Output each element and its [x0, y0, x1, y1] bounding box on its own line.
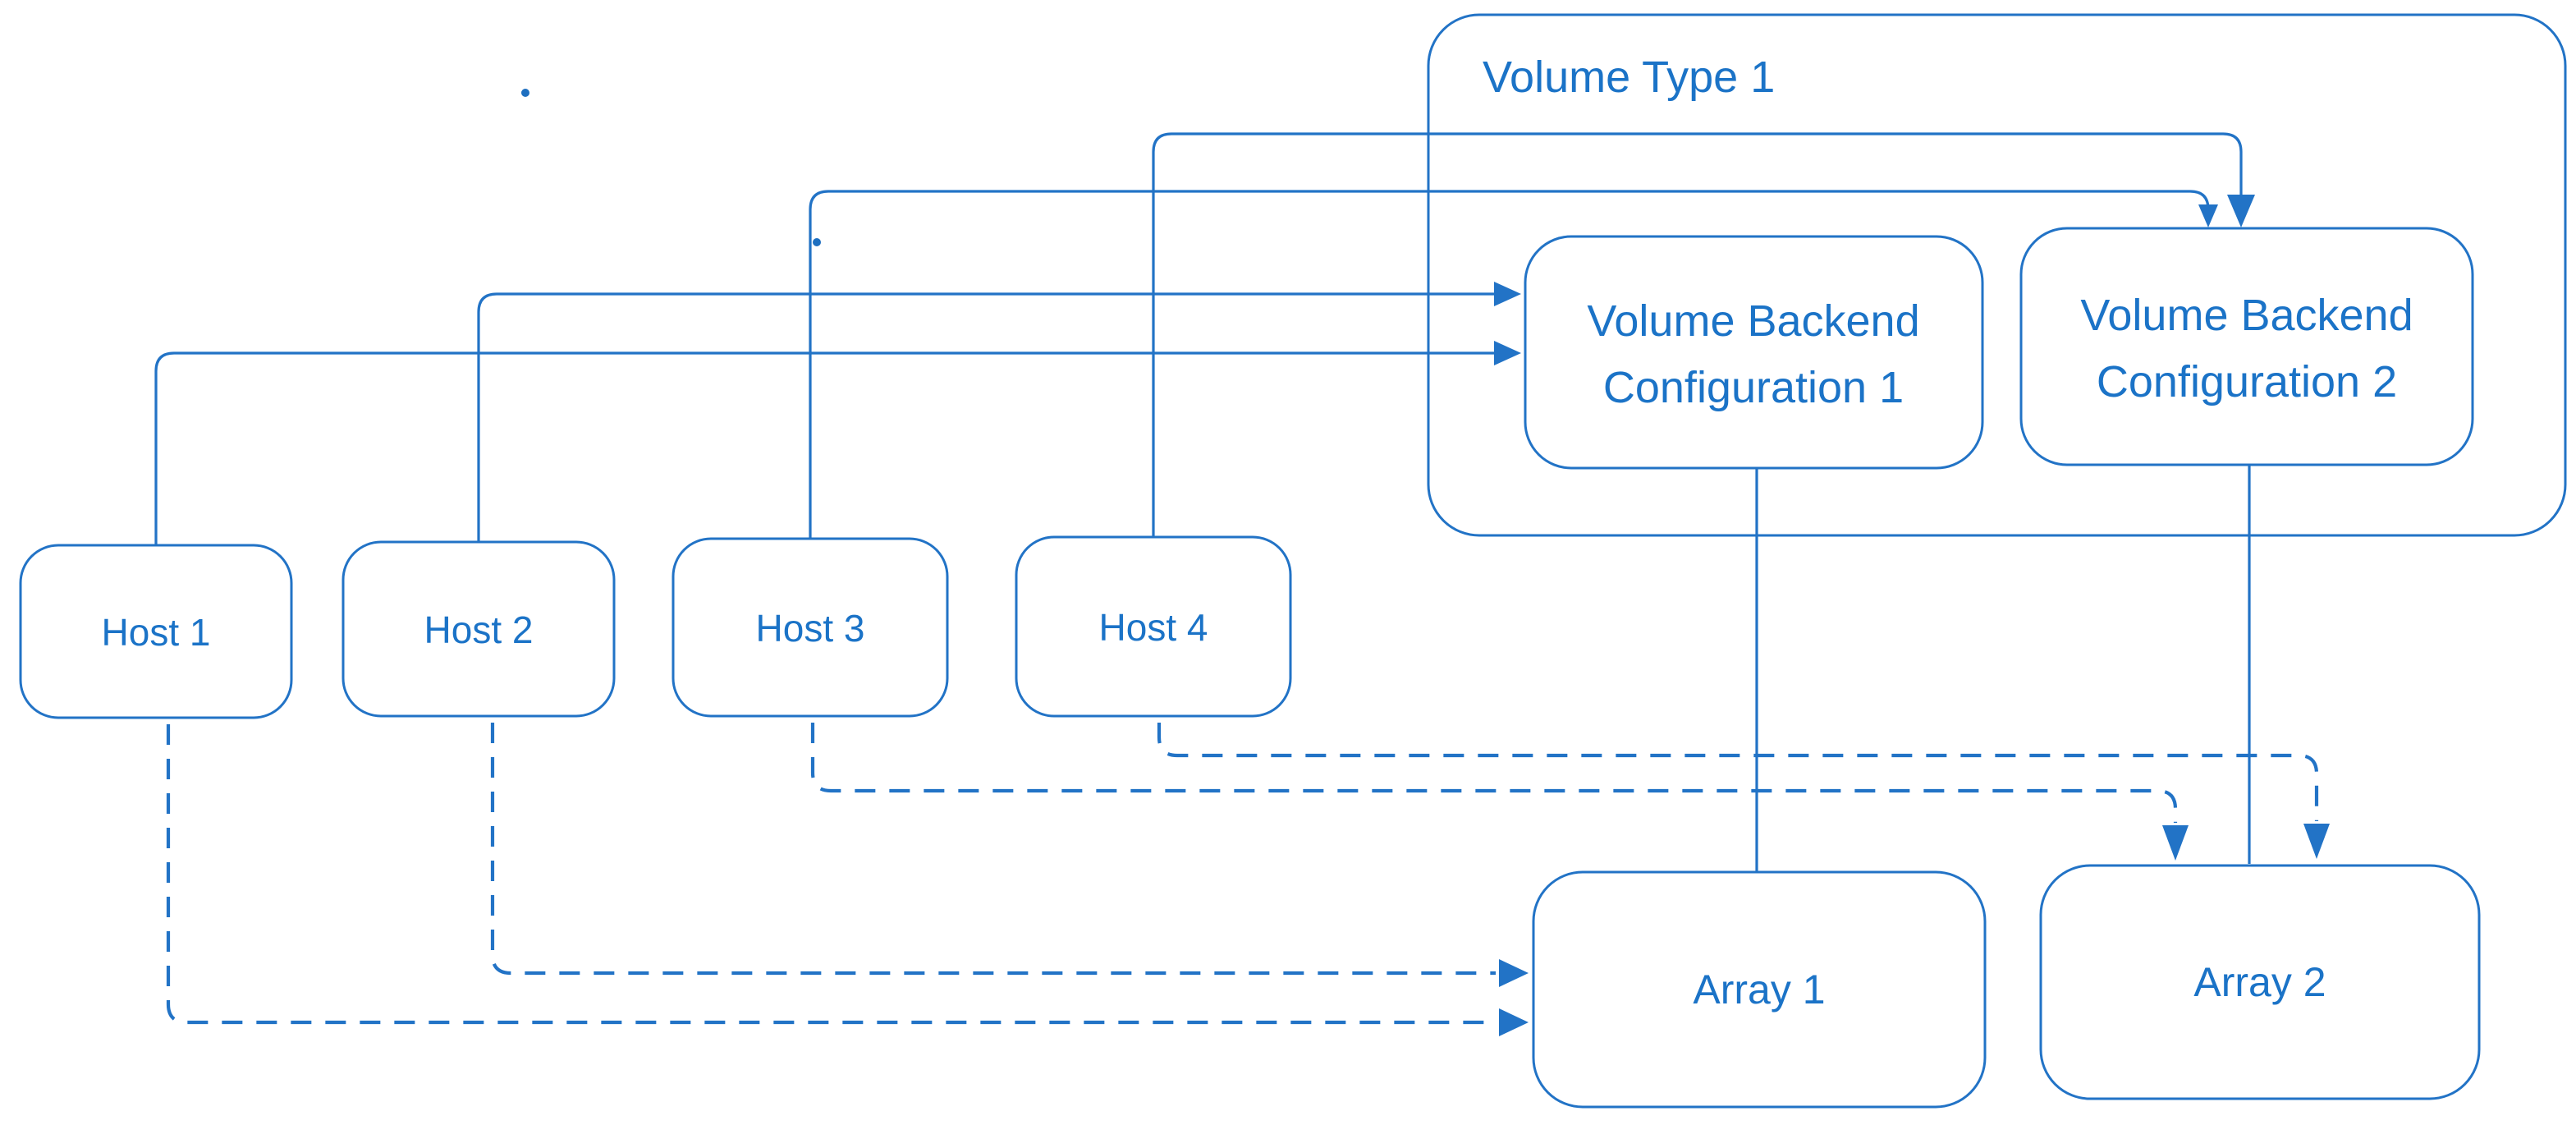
edge-host4-to-backend2 — [1152, 132, 2255, 537]
arrowhead-host3-backend2 — [2198, 204, 2218, 227]
arrowhead-host1-array1 — [1499, 1008, 1529, 1036]
volume-type-1-container — [1427, 13, 2567, 537]
edge-host3-to-backend2 — [809, 190, 2218, 539]
arrowhead-host4-backend2 — [2227, 195, 2255, 227]
backend2-label-line1: Volume Backend — [2080, 291, 2413, 340]
host4-label: Host 4 — [1099, 606, 1208, 649]
edge-host2-to-backend1 — [477, 282, 1521, 542]
host4-box — [1015, 535, 1292, 718]
host1-label: Host 1 — [102, 611, 211, 654]
backend1-box — [1524, 235, 1984, 470]
array2-box — [2039, 864, 2481, 1100]
arrowhead-host1-backend1 — [1494, 341, 1521, 365]
backend1-label-line1: Volume Backend — [1587, 296, 1919, 346]
stray-dot-2 — [813, 238, 821, 246]
node-array2: Array 2 — [2039, 864, 2481, 1100]
arrowhead-host2-backend1 — [1494, 282, 1521, 306]
edge-host1-to-backend1 — [154, 341, 1521, 545]
host3-box — [672, 537, 949, 718]
node-host1: Host 1 — [19, 544, 293, 719]
node-host4: Host 4 — [1015, 535, 1292, 718]
array1-box — [1532, 870, 1987, 1109]
edge-host4-to-array2 — [1157, 723, 2330, 859]
node-host3: Host 3 — [672, 537, 949, 718]
array2-label: Array 2 — [2193, 959, 2326, 1005]
backend2-label-line2: Configuration 2 — [2097, 357, 2397, 406]
node-backend2: Volume Backend Configuration 2 — [2019, 227, 2474, 466]
host2-box — [341, 540, 616, 718]
host3-label: Host 3 — [756, 607, 865, 650]
arrowhead-host2-array1 — [1499, 959, 1529, 987]
node-backend1: Volume Backend Configuration 1 — [1524, 235, 1984, 470]
stray-dot-1 — [521, 89, 529, 97]
arrowhead-host3-array2 — [2162, 825, 2189, 861]
edge-host2-to-array1 — [490, 723, 1529, 987]
edge-host1-to-array1 — [166, 724, 1529, 1036]
volume-type-1-label: Volume Type 1 — [1483, 53, 1775, 102]
host2-label: Host 2 — [424, 608, 534, 651]
host1-box — [19, 544, 293, 719]
edge-host3-to-array2 — [810, 723, 2189, 861]
backend1-label-line2: Configuration 1 — [1603, 363, 1904, 412]
array1-label: Array 1 — [1693, 967, 1825, 1013]
arrowhead-host4-array2 — [2303, 824, 2330, 859]
backend2-box — [2019, 227, 2474, 466]
node-host2: Host 2 — [341, 540, 616, 718]
node-array1: Array 1 — [1532, 870, 1987, 1109]
